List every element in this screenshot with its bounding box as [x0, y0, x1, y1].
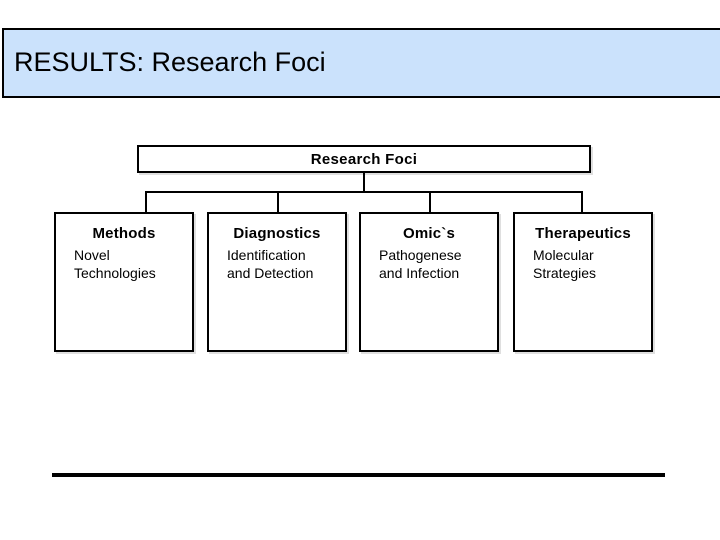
- connector-drop-omics: [429, 191, 431, 213]
- page-title: RESULTS: Research Foci: [14, 47, 326, 78]
- org-chart-node-diagnostics: Diagnostics Identification and Detection: [207, 212, 347, 352]
- footer-divider: [52, 473, 665, 477]
- node-title-methods: Methods: [92, 225, 156, 242]
- node-title-therapeutics: Therapeutics: [535, 225, 631, 242]
- org-chart-root-label: Research Foci: [310, 150, 418, 168]
- node-title-omics: Omic`s: [402, 225, 456, 242]
- org-chart-root-node: Research Foci: [137, 145, 591, 173]
- connector-drop-diagnostics: [277, 191, 279, 213]
- node-body-omics: Pathogenese and Infection: [379, 246, 462, 282]
- node-title-diagnostics: Diagnostics: [233, 225, 321, 242]
- org-chart-node-omics: Omic`s Pathogenese and Infection: [359, 212, 499, 352]
- connector-horizontal-bus: [145, 191, 583, 193]
- org-chart-node-methods: Methods Novel Technologies: [54, 212, 194, 352]
- node-body-therapeutics: Molecular Strategies: [533, 246, 597, 282]
- connector-root-stem: [363, 173, 365, 192]
- slide-title-banner: RESULTS: Research Foci: [2, 28, 720, 98]
- connector-drop-therapeutics: [581, 191, 583, 213]
- org-chart-node-therapeutics: Therapeutics Molecular Strategies: [513, 212, 653, 352]
- node-body-diagnostics: Identification and Detection: [227, 246, 314, 282]
- connector-drop-methods: [145, 191, 147, 213]
- node-body-methods: Novel Technologies: [74, 246, 156, 282]
